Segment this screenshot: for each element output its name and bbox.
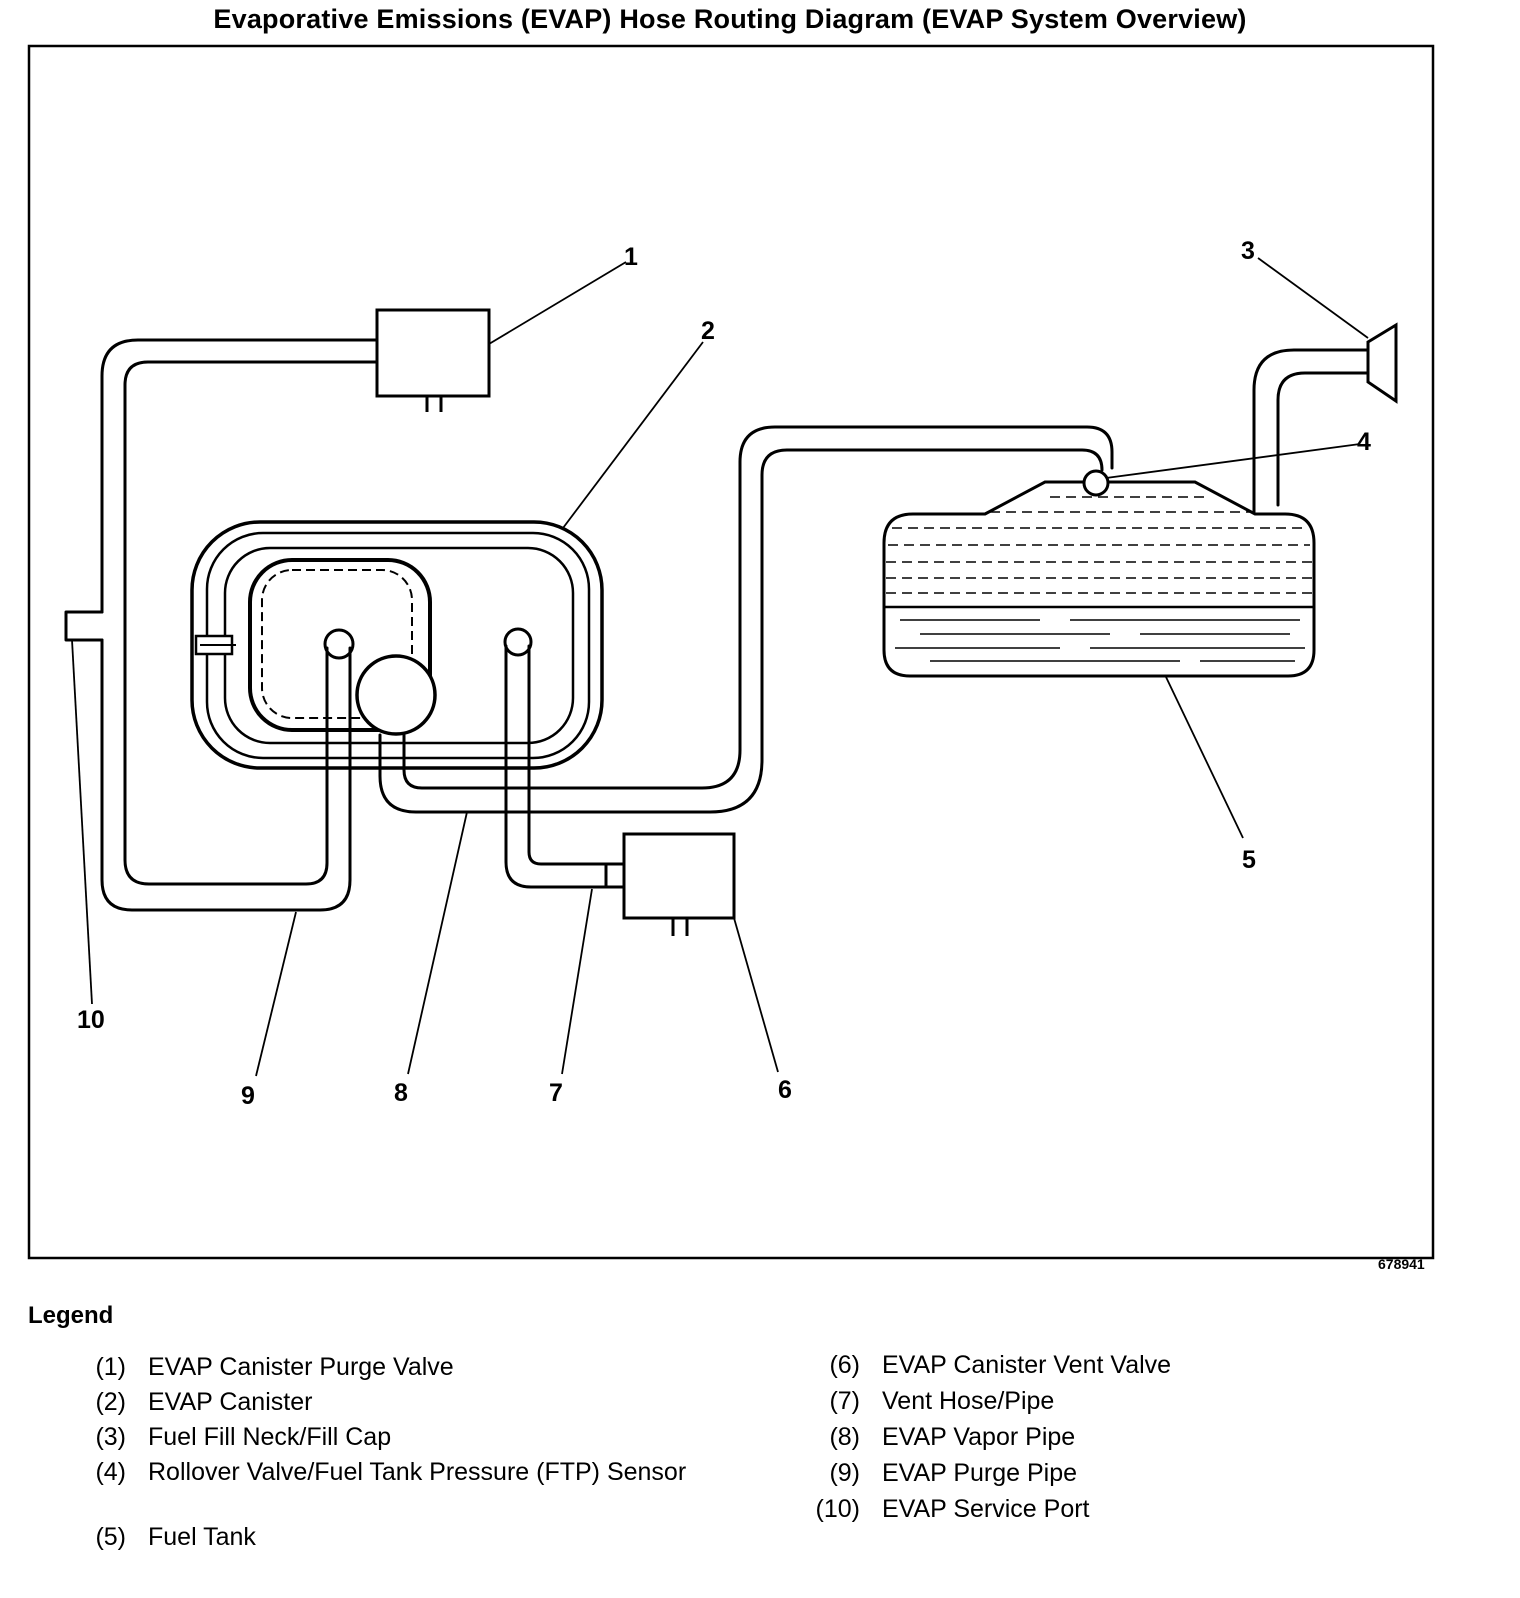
legend-num: (5) — [95, 1523, 126, 1551]
legend-label: EVAP Purge Pipe — [882, 1459, 1078, 1487]
fill-neck-pipe — [1252, 348, 1370, 514]
legend-label: EVAP Canister Vent Valve — [882, 1351, 1172, 1379]
purge-pipe — [100, 338, 379, 912]
legend-label: EVAP Vapor Pipe — [882, 1423, 1076, 1451]
callout-1: 1 — [624, 243, 638, 271]
vent-valve — [604, 832, 736, 936]
callout-9: 9 — [241, 1082, 255, 1110]
callout-3: 3 — [1241, 237, 1255, 265]
legend-num: (2) — [95, 1388, 126, 1416]
service-port — [64, 610, 104, 642]
legend-num: (1) — [95, 1353, 126, 1381]
legend-label: Fuel Fill Neck/Fill Cap — [148, 1423, 392, 1451]
legend-num: (4) — [95, 1458, 126, 1486]
legend-num: (8) — [829, 1423, 860, 1451]
callout-10: 10 — [77, 1006, 105, 1034]
rollover-valve — [1082, 469, 1110, 497]
callout-8: 8 — [394, 1079, 408, 1107]
legend-heading: Legend — [28, 1302, 114, 1329]
figure-id: 678941 — [1378, 1256, 1425, 1272]
legend-label: Rollover Valve/Fuel Tank Pressure (FTP) … — [148, 1458, 687, 1486]
legend-label: EVAP Canister Purge Valve — [148, 1353, 454, 1381]
legend-num: (10) — [815, 1495, 860, 1523]
legend-num: (7) — [829, 1387, 860, 1415]
purge-valve — [375, 308, 491, 412]
legend-num: (6) — [829, 1351, 860, 1379]
legend-label: Vent Hose/Pipe — [882, 1387, 1055, 1415]
evap-diagram: 1 2 3 4 5 6 7 8 9 10 — [27, 44, 1435, 1260]
legend-num: (9) — [829, 1459, 860, 1487]
callout-5: 5 — [1242, 846, 1256, 874]
vent-hose — [504, 638, 608, 889]
fill-cap — [1366, 322, 1398, 404]
legend-label: Fuel Tank — [148, 1523, 256, 1551]
evap-canister — [190, 520, 604, 770]
leader-lines — [71, 257, 1369, 1077]
vapor-pipe — [378, 425, 1114, 814]
callout-7: 7 — [549, 1079, 563, 1107]
legend-label: EVAP Service Port — [882, 1495, 1090, 1523]
diagram-title: Evaporative Emissions (EVAP) Hose Routin… — [213, 4, 1247, 34]
legend-label: EVAP Canister — [148, 1388, 313, 1416]
diagram-frame — [27, 44, 1435, 1260]
legend-num: (3) — [95, 1423, 126, 1451]
callout-4: 4 — [1357, 428, 1371, 456]
callout-6: 6 — [778, 1076, 792, 1104]
callout-2: 2 — [701, 317, 715, 345]
fuel-tank — [882, 480, 1316, 678]
